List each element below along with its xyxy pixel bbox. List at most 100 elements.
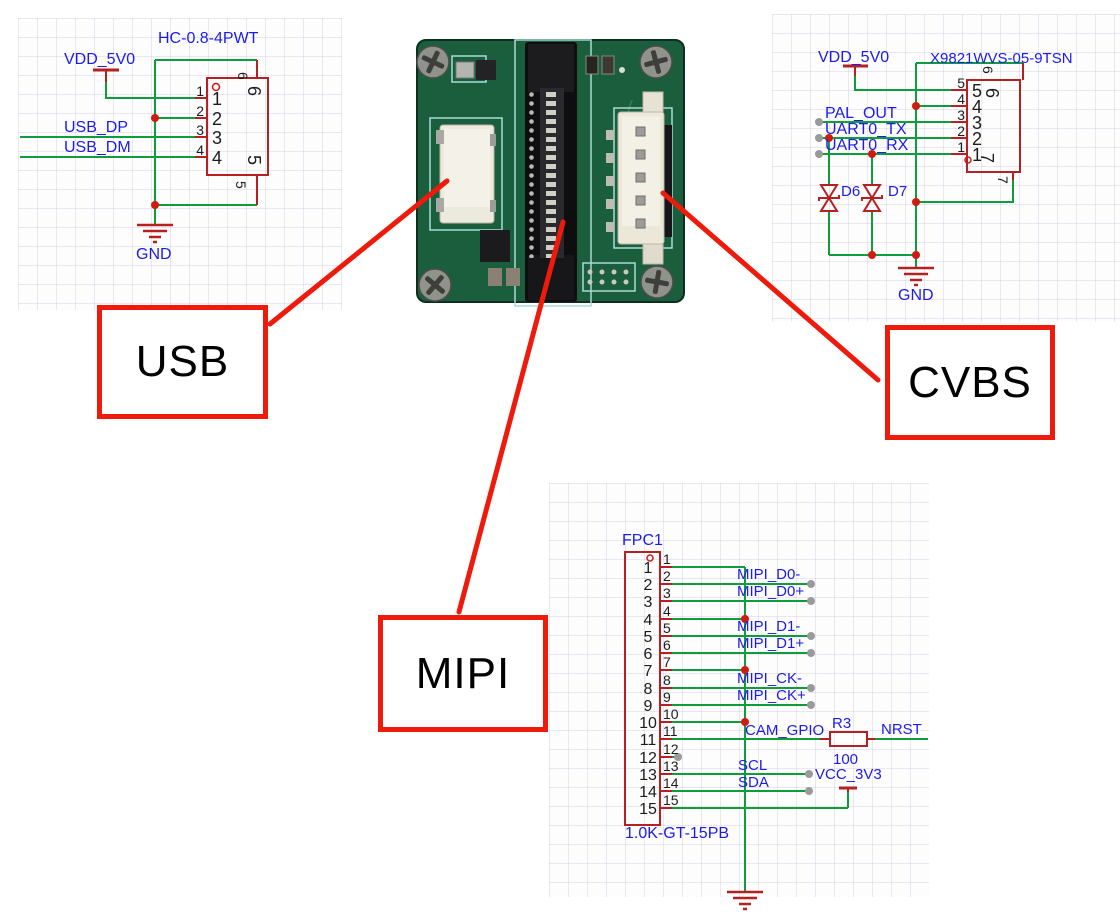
pin-name: 7 — [644, 663, 653, 680]
small-components — [455, 55, 629, 286]
fpc-part-number: 1.0K-GT-15PB — [625, 825, 729, 842]
pin-name: 9 — [644, 698, 653, 715]
pin-name-bottom: 7 — [977, 153, 997, 163]
pin-name: 13 — [639, 767, 657, 784]
usb-schematic-grid — [18, 18, 342, 310]
pin-name: 8 — [644, 681, 653, 698]
pin-number: 5 — [663, 620, 671, 636]
pin-number: 13 — [663, 758, 679, 774]
tvs-diode-d7 — [861, 184, 883, 212]
pin-number: 4 — [196, 142, 204, 158]
pcb-photo — [416, 39, 685, 307]
mipi-d0n-net-label: MIPI_D0- — [737, 566, 800, 583]
cvbs-connector-symbol — [966, 79, 1021, 173]
sda-net-label: SDA — [738, 774, 769, 791]
usb-pin-numbers: 1 2 3 4 1 2 3 4 6 6 5 5 — [196, 72, 264, 189]
pin1-indicator — [211, 82, 221, 92]
pin-number: 1 — [196, 83, 204, 99]
pin-number: 1 — [957, 139, 965, 155]
pin-number-bottom: 5 — [233, 181, 249, 189]
vcc-3v3-net-label: VCC_3V3 — [815, 766, 882, 783]
pin-number: 8 — [663, 672, 671, 688]
r3-value: 100 — [833, 751, 858, 768]
mipi-callout-line — [456, 219, 566, 615]
mipi-d1n-net-label: MIPI_D1- — [737, 618, 800, 635]
pin-name: 2 — [644, 577, 653, 594]
pin-number: 11 — [663, 723, 678, 739]
mipi-schematic-grid — [549, 483, 929, 897]
pin-number: 6 — [663, 637, 671, 653]
pin-number-top: 6 — [980, 66, 996, 74]
mipi-ckp-net-label: MIPI_CK+ — [737, 687, 806, 704]
fpc-pin-numbers-outer: 1 2 3 4 5 6 7 8 9 10 11 12 13 14 15 — [663, 551, 679, 808]
pin-name: 1 — [644, 560, 653, 577]
pin-number: 3 — [663, 585, 671, 601]
cvbs-schematic: X9821WVS-05-9TSN VDD_5V0 PAL_OUT UART0_T… — [815, 49, 1073, 304]
nrst-net-label: NRST — [881, 721, 922, 738]
pin-number: 1 — [663, 551, 671, 567]
pin-name: 4 — [644, 612, 653, 629]
mipi-schematic: FPC1 MIPI_D0- MIPI_D0+ MIPI_D1- MIPI_D1+… — [622, 532, 928, 911]
cvbs-port-dots — [815, 118, 823, 158]
pin-name: 5 — [972, 81, 982, 101]
pin-number: 4 — [957, 91, 965, 107]
d6-refdes: D6 — [841, 183, 860, 200]
pin-number: 3 — [196, 122, 204, 138]
mipi-ckn-net-label: MIPI_CK- — [737, 670, 802, 687]
usb-label: USB — [135, 337, 230, 386]
pin-name: 4 — [972, 97, 982, 117]
gnd-symbol — [898, 266, 934, 287]
screw-icon — [418, 268, 452, 302]
uart0-rx-net-label: UART0_RX — [825, 137, 909, 154]
usb-label-box: USB — [97, 305, 268, 419]
pal-out-net-label: PAL_OUT — [825, 105, 897, 122]
cvbs-pin-numbers: 5 4 3 2 1 5 4 3 2 1 6 6 7 7 — [957, 66, 1011, 184]
pin-number: 12 — [663, 741, 679, 757]
pin-name: 15 — [639, 801, 657, 818]
usb-connector-symbol — [206, 77, 269, 176]
cvbs-junction-dots — [825, 102, 920, 259]
pin-number: 10 — [663, 706, 679, 722]
scl-net-label: SCL — [738, 757, 767, 774]
cvbs-label: CVBS — [908, 357, 1032, 407]
resistor-r3-symbol — [829, 731, 868, 747]
gnd-symbol — [137, 223, 173, 244]
screw-icon — [640, 265, 674, 299]
cvbs-callout-line — [660, 190, 881, 383]
pin-number-bottom: 7 — [995, 176, 1011, 184]
pin-number: 15 — [663, 792, 679, 808]
pin-name: 4 — [212, 148, 222, 168]
mipi-port-dots — [674, 580, 815, 795]
mipi-d0p-net-label: MIPI_D0+ — [737, 583, 804, 600]
pin-number: 7 — [663, 654, 671, 670]
usb-wires — [20, 59, 257, 224]
pin-name: 2 — [212, 109, 222, 129]
uart0-tx-net-label: UART0_TX — [825, 121, 907, 138]
usb-callout-line — [267, 178, 450, 327]
cvbs-part-number: X9821WVS-05-9TSN — [930, 50, 1073, 67]
cam-gpio-net-label: CAM_GPIO — [745, 722, 824, 739]
screw-icon — [639, 45, 673, 79]
pin1-indicator — [964, 156, 972, 164]
pin1-indicator — [646, 554, 654, 562]
pin-number: 2 — [663, 568, 671, 584]
r3-refdes: R3 — [832, 715, 851, 732]
usb-schematic: HC-0.8-4PWT VDD_5V0 USB_DP USB_DM GND 1 … — [20, 30, 269, 263]
pin-name: 3 — [212, 128, 222, 148]
pin-name-top: 6 — [244, 86, 264, 96]
pin-number: 2 — [196, 103, 204, 119]
pin-name: 5 — [644, 629, 653, 646]
pin-name: 10 — [639, 715, 657, 732]
tvs-diode-d6 — [818, 184, 840, 212]
cvbs-wires — [819, 62, 1023, 268]
corner-screws — [416, 45, 674, 302]
pin-number: 2 — [957, 123, 965, 139]
usb-dm-net-label: USB_DM — [64, 139, 131, 156]
vdd-net-label: VDD_5V0 — [64, 51, 135, 68]
vdd-net-label: VDD_5V0 — [818, 49, 889, 66]
mipi-red-elements — [660, 566, 875, 911]
pin-number: 3 — [957, 107, 965, 123]
pin-name-top: 6 — [982, 88, 1002, 98]
